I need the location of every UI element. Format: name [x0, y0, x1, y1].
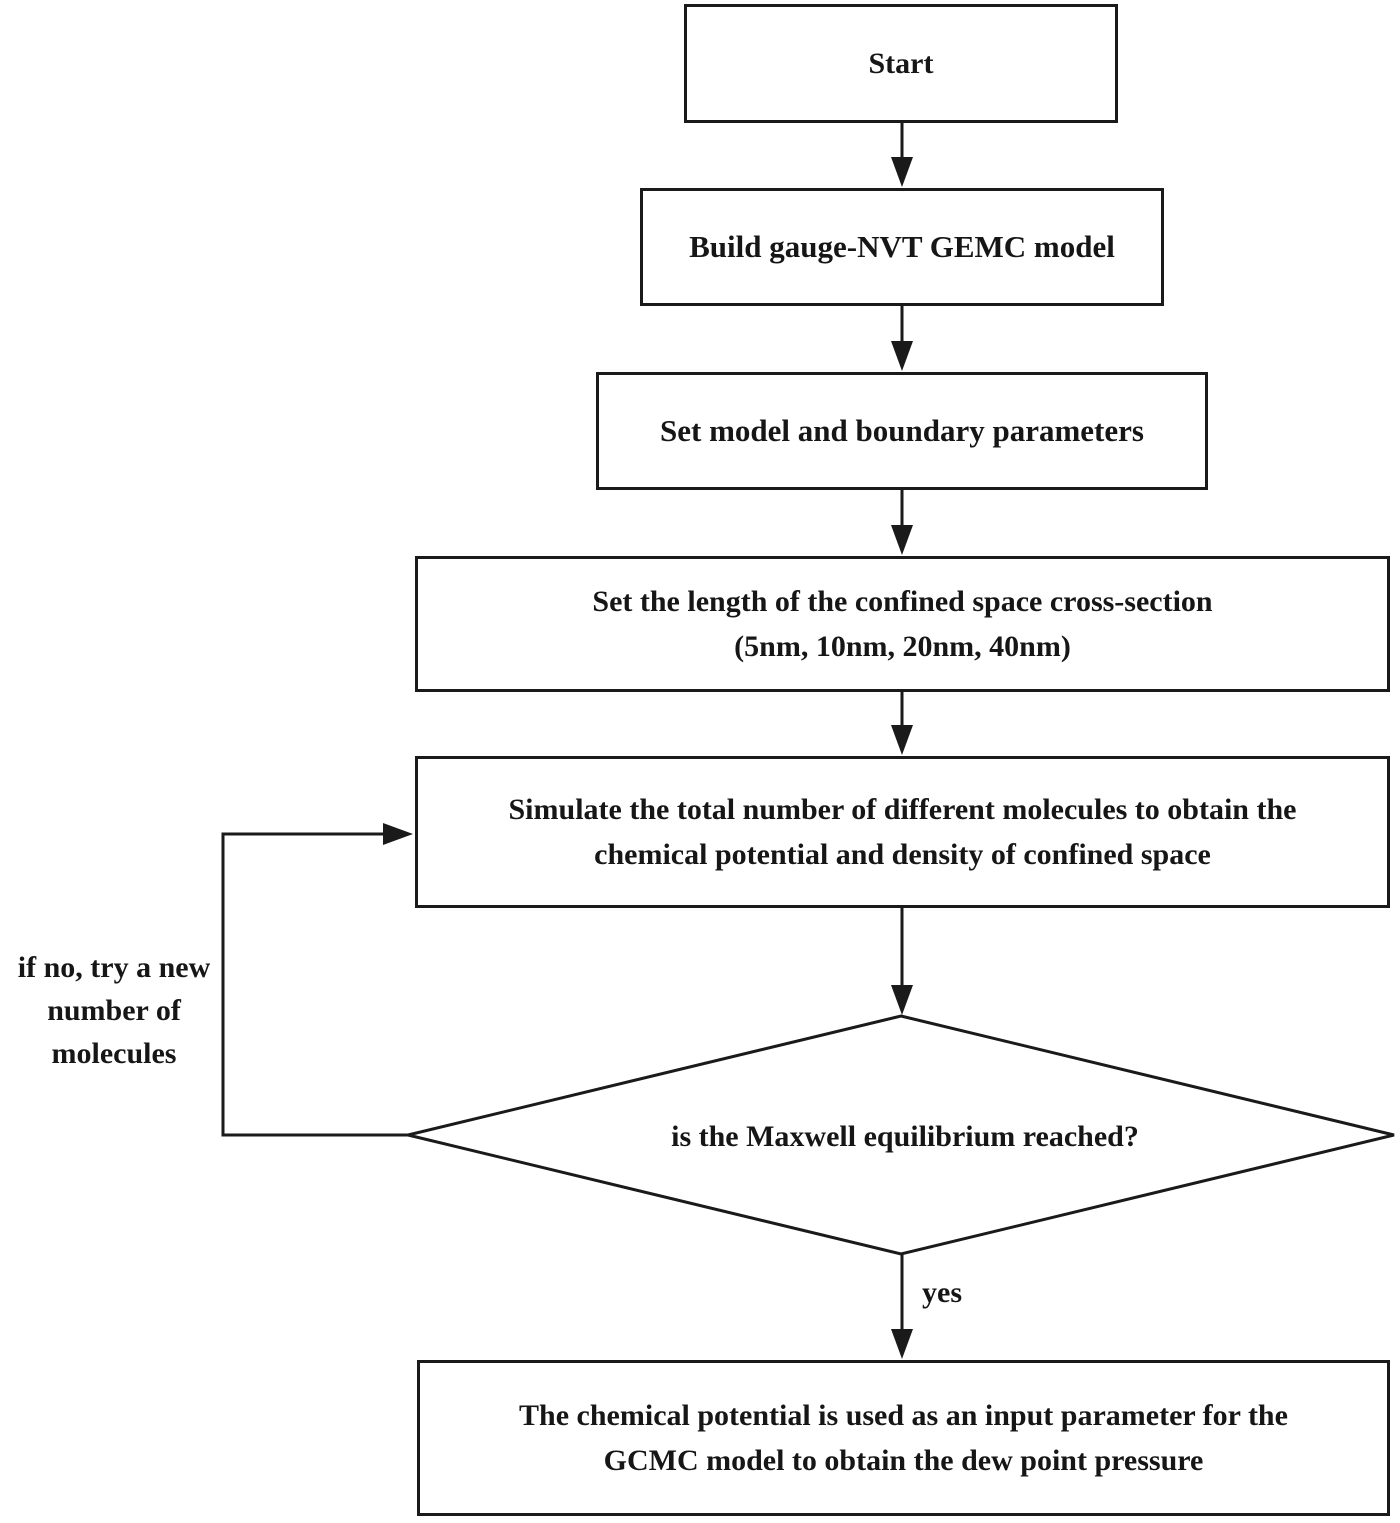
node-simulate-line2: chemical potential and density of confin… [594, 838, 1211, 871]
node-set-parameters-label: Set model and boundary parameters [660, 413, 1144, 448]
node-output-line2: GCMC model to obtain the dew point press… [603, 1444, 1204, 1477]
node-set-length-line2: (5nm, 10nm, 20nm, 40nm) [734, 630, 1071, 663]
loop-no-arrowhead [383, 823, 413, 845]
node-output: The chemical potential is used as an inp… [417, 1360, 1390, 1516]
edge-label-no-line2: number of [47, 994, 181, 1027]
arrow-simulate-to-decision-head [891, 985, 913, 1015]
edge-label-no-line1: if no, try a new [17, 951, 211, 984]
node-set-parameters: Set model and boundary parameters [596, 372, 1208, 490]
decision-question-text: is the Maxwell equilibrium reached? [671, 1119, 1139, 1153]
node-build-model-label: Build gauge-NVT GEMC model [689, 229, 1115, 264]
arrow-length-to-simulate-head [891, 725, 913, 755]
edge-label-no: if no, try a new number of molecules [0, 946, 228, 1075]
edge-label-yes: yes [922, 1276, 962, 1309]
node-start-label: Start [868, 47, 934, 80]
loop-no-polyline [221, 832, 408, 1137]
arrow-parameters-to-length-head [891, 525, 913, 555]
node-build-model: Build gauge-NVT GEMC model [640, 188, 1164, 306]
arrow-start-to-build-head [891, 157, 913, 187]
node-set-length-line1: Set the length of the confined space cro… [592, 585, 1213, 618]
node-simulate: Simulate the total number of different m… [415, 756, 1390, 908]
node-decision-label: is the Maxwell equilibrium reached? [415, 1113, 1395, 1159]
node-simulate-line1: Simulate the total number of different m… [508, 793, 1297, 826]
node-set-length: Set the length of the confined space cro… [415, 556, 1390, 692]
arrow-decision-to-output-head [891, 1329, 913, 1359]
arrow-build-to-parameters-head [891, 341, 913, 371]
edge-label-no-line3: molecules [51, 1037, 177, 1070]
node-start: Start [684, 4, 1118, 123]
node-output-line1: The chemical potential is used as an inp… [519, 1399, 1288, 1432]
